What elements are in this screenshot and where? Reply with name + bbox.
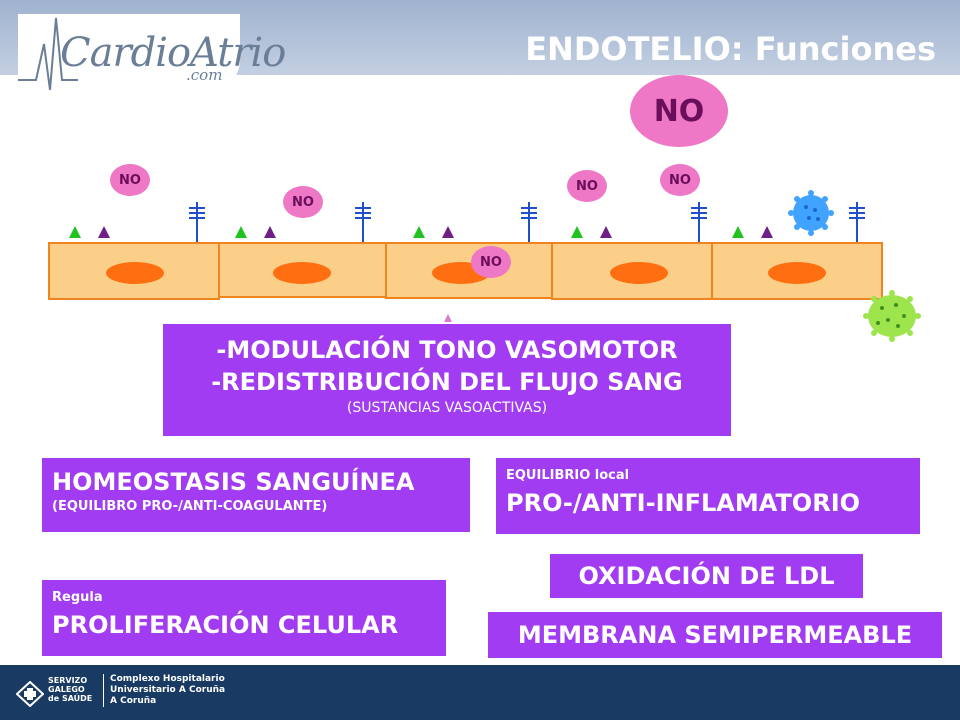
purple-triangle-icon bbox=[264, 226, 276, 238]
green-triangle-icon bbox=[69, 226, 81, 238]
footer-right-line: A Coruña bbox=[110, 696, 157, 706]
proliferation-line2: PROLIFERACIÓN CELULAR bbox=[52, 611, 399, 639]
logo-text: CardioAtrio bbox=[60, 30, 286, 76]
no-molecule: NO bbox=[567, 170, 607, 202]
receptor-icon bbox=[849, 202, 865, 242]
green-triangle-icon bbox=[413, 226, 425, 238]
oxidation-box: OXIDACIÓN DE LDL bbox=[550, 554, 863, 598]
green-blood-cell-icon bbox=[863, 290, 921, 342]
footer-right-line: Universitario A Coruña bbox=[110, 685, 226, 695]
homeostasis-line2: (EQUILIBRO PRO-/ANTI-COAGULANTE) bbox=[52, 499, 328, 514]
green-triangle-icon bbox=[571, 226, 583, 238]
no-molecule: NO bbox=[660, 164, 700, 196]
no-molecule: NO bbox=[283, 186, 323, 218]
logo-box bbox=[18, 14, 240, 90]
vasomotor-box: -MODULACIÓN TONO VASOMOTOR -REDISTRIBUCI… bbox=[163, 324, 731, 436]
no-molecule: NO bbox=[471, 246, 511, 278]
purple-triangle-icon bbox=[761, 226, 773, 238]
blue-blood-cell-icon bbox=[788, 190, 834, 236]
page-title: ENDOTELIO: Funciones bbox=[525, 30, 936, 68]
proliferation-box: Regula PROLIFERACIÓN CELULAR bbox=[42, 580, 446, 656]
vasomotor-line2: -REDISTRIBUCIÓN DEL FLUJO SANG bbox=[211, 368, 683, 396]
vasomotor-line1: -MODULACIÓN TONO VASOMOTOR bbox=[216, 336, 678, 364]
cell-nucleus bbox=[106, 262, 164, 284]
cell-nucleus bbox=[610, 262, 668, 284]
proliferation-line1: Regula bbox=[52, 590, 103, 605]
purple-triangle-icon bbox=[442, 226, 454, 238]
purple-triangle-icon bbox=[600, 226, 612, 238]
inflammation-line2: PRO-/ANTI-INFLAMATORIO bbox=[506, 489, 861, 517]
footer-right-text: Complexo Hospitalario Universitario A Co… bbox=[103, 674, 225, 707]
no-molecule-large: NO bbox=[630, 75, 728, 147]
ecg-line-icon bbox=[18, 17, 78, 90]
receptor-icon bbox=[521, 202, 537, 242]
footer-left-text: SERVIZO GALEGO de SAÚDE bbox=[48, 676, 92, 703]
green-triangle-icon bbox=[732, 226, 744, 238]
footer-band bbox=[0, 665, 960, 720]
sergas-logo-icon bbox=[16, 681, 44, 707]
cell-nucleus bbox=[768, 262, 826, 284]
cell-nucleus bbox=[273, 262, 331, 284]
inflammation-box: EQUILIBRIO local PRO-/ANTI-INFLAMATORIO bbox=[496, 458, 920, 534]
footer-left-line: GALEGO bbox=[48, 685, 85, 694]
footer-left-line: SERVIZO bbox=[48, 676, 88, 685]
logo-domain: .com bbox=[186, 66, 223, 84]
footer-right-line: Complexo Hospitalario bbox=[110, 674, 225, 684]
no-molecule: NO bbox=[110, 164, 150, 196]
green-triangle-icon bbox=[235, 226, 247, 238]
receptor-icon bbox=[691, 202, 707, 242]
homeostasis-line1: HOMEOSTASIS SANGUÍNEA bbox=[52, 468, 415, 496]
homeostasis-box: HOMEOSTASIS SANGUÍNEA (EQUILIBRO PRO-/AN… bbox=[42, 458, 470, 532]
membrane-box: MEMBRANA SEMIPERMEABLE bbox=[488, 612, 942, 658]
inflammation-line1: EQUILIBRIO local bbox=[506, 468, 630, 483]
vasomotor-line3: (SUSTANCIAS VASOACTIVAS) bbox=[346, 400, 548, 416]
pink-triangle-icon bbox=[444, 314, 452, 322]
purple-triangle-icon bbox=[98, 226, 110, 238]
receptor-icon bbox=[189, 202, 205, 242]
receptor-icon bbox=[355, 202, 371, 242]
footer-left-line: de SAÚDE bbox=[48, 694, 93, 703]
